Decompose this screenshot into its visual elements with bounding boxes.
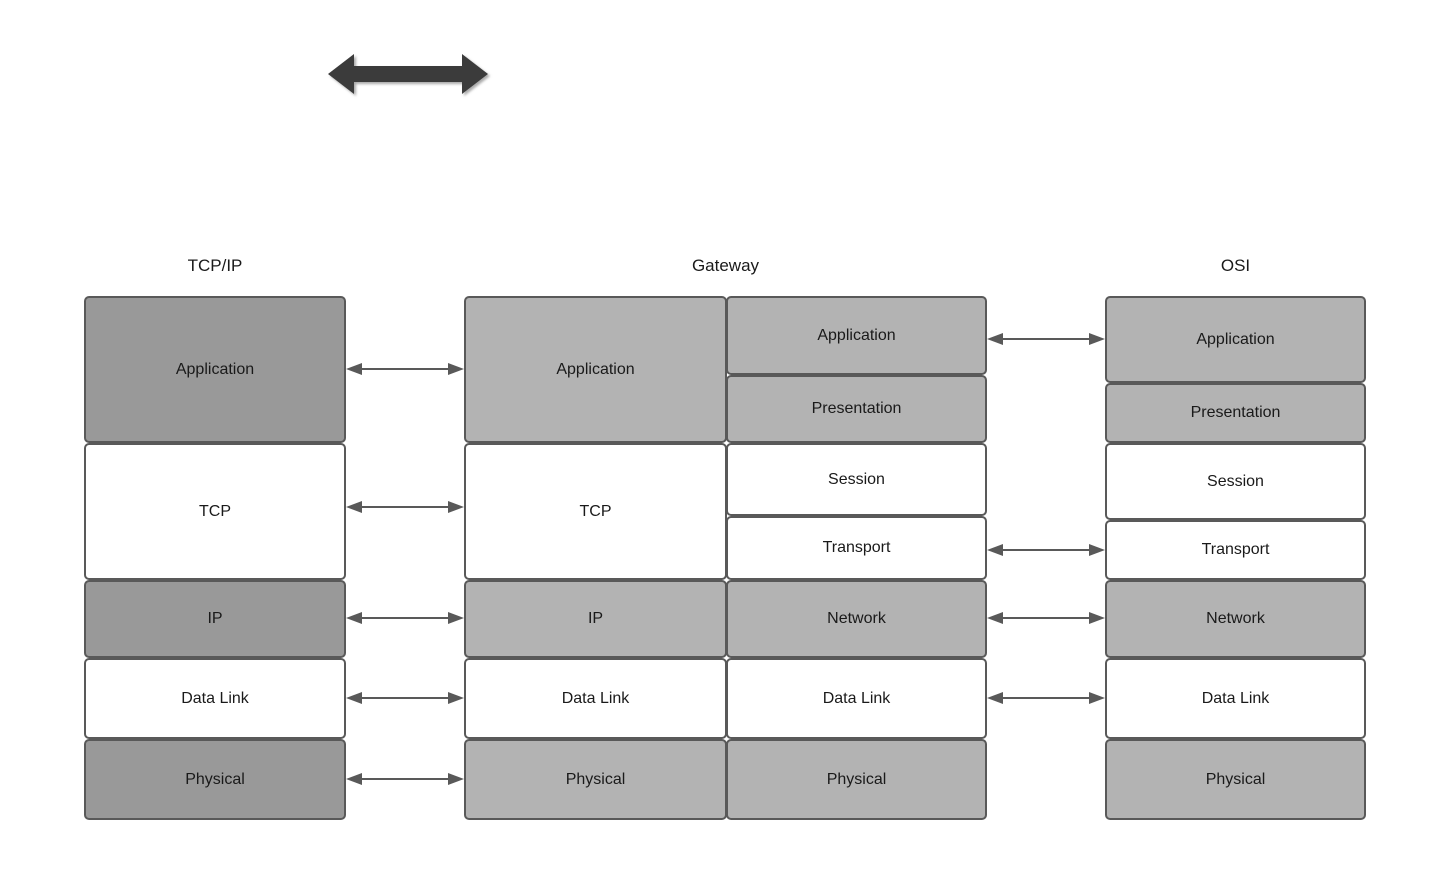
osi-layer-session[interactable]: Session	[1105, 443, 1366, 520]
gateway-right-layer-transport[interactable]: Transport	[726, 516, 987, 580]
gateway-left-layer-ip[interactable]: IP	[464, 580, 727, 658]
column-title-gateway: Gateway	[691, 256, 760, 275]
gateway-right-layer-presentation[interactable]: Presentation	[726, 375, 987, 443]
gateway-right-layer-application[interactable]: Application	[726, 296, 987, 375]
gateway-right-layer-physical[interactable]: Physical	[726, 739, 987, 820]
column-title-tcpip: TCP/IP	[187, 256, 243, 275]
connector-tcpip-gateway-tcp	[346, 493, 464, 521]
gateway-left-layer-application[interactable]: Application	[464, 296, 727, 443]
osi-layer-physical[interactable]: Physical	[1105, 739, 1366, 820]
osi-layer-transport[interactable]: Transport	[1105, 520, 1366, 580]
bidirectional-arrow-icon	[322, 48, 494, 110]
osi-layer-application[interactable]: Application	[1105, 296, 1366, 383]
tcpip-layer-application[interactable]: Application	[84, 296, 346, 443]
osi-layer-data-link[interactable]: Data Link	[1105, 658, 1366, 739]
connector-gateway-osi-transport	[987, 536, 1105, 564]
tcpip-layer-physical[interactable]: Physical	[84, 739, 346, 820]
column-title-osi: OSI	[1220, 256, 1251, 275]
connector-gateway-osi-network	[987, 604, 1105, 632]
tcpip-layer-ip[interactable]: IP	[84, 580, 346, 658]
connector-tcpip-gateway-ip	[346, 604, 464, 632]
osi-layer-network[interactable]: Network	[1105, 580, 1366, 658]
tcpip-layer-data-link[interactable]: Data Link	[84, 658, 346, 739]
osi-layer-presentation[interactable]: Presentation	[1105, 383, 1366, 443]
gateway-right-layer-network[interactable]: Network	[726, 580, 987, 658]
connector-gateway-osi-data-link	[987, 684, 1105, 712]
gateway-right-layer-data-link[interactable]: Data Link	[726, 658, 987, 739]
connector-tcpip-gateway-application	[346, 355, 464, 383]
tcpip-layer-tcp[interactable]: TCP	[84, 443, 346, 580]
gateway-left-layer-physical[interactable]: Physical	[464, 739, 727, 820]
gateway-right-layer-session[interactable]: Session	[726, 443, 987, 516]
gateway-left-layer-tcp[interactable]: TCP	[464, 443, 727, 580]
gateway-left-layer-data-link[interactable]: Data Link	[464, 658, 727, 739]
connector-tcpip-gateway-data-link	[346, 684, 464, 712]
connector-gateway-osi-application	[987, 325, 1105, 353]
connector-tcpip-gateway-physical	[346, 765, 464, 793]
